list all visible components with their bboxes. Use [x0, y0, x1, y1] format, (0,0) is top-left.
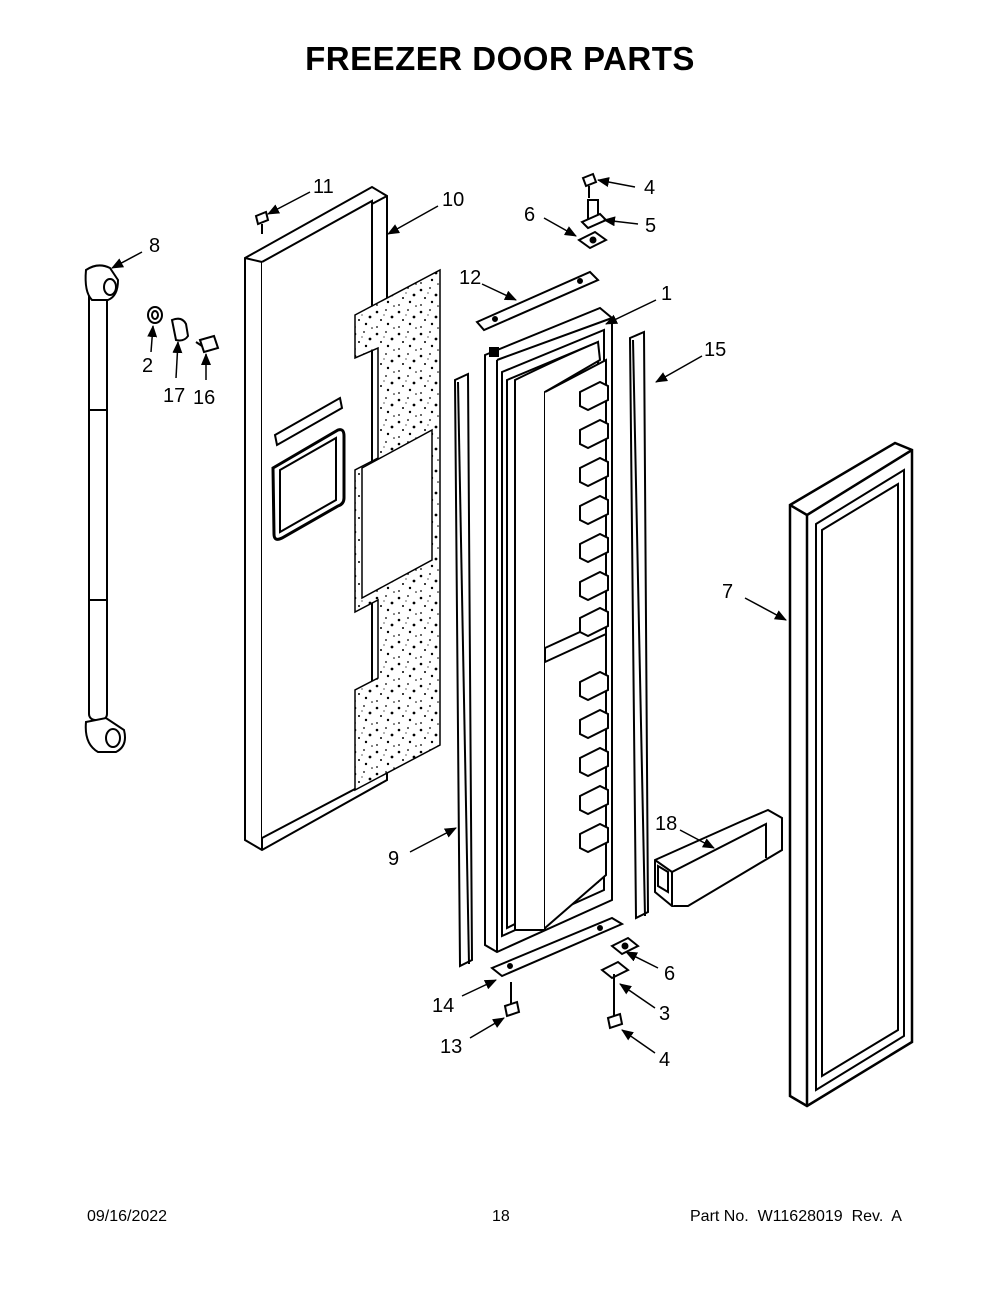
- callout-1: 1: [661, 283, 672, 305]
- leader-arrows: [111, 177, 787, 1054]
- door-trim-right: [628, 330, 650, 920]
- callout-10: 10: [442, 189, 464, 211]
- footer-page-number: 18: [492, 1208, 510, 1225]
- callout-7: 7: [722, 581, 733, 603]
- callout-12: 12: [459, 267, 481, 289]
- callout-15: 15: [704, 339, 726, 361]
- door-trim-left: [453, 372, 474, 968]
- freezer-door-assembly: [484, 306, 613, 954]
- outer-door-panel: [788, 441, 914, 1108]
- callout-18: 18: [655, 813, 677, 835]
- footer-part-number: Part No. W11628019 Rev. A: [690, 1208, 902, 1225]
- callout-11: 11: [313, 176, 334, 198]
- callout-4-bottom: 4: [659, 1049, 670, 1071]
- callout-3: 3: [659, 1003, 670, 1025]
- screw-11: [254, 210, 270, 234]
- callout-9: 9: [388, 848, 399, 870]
- callout-labels: 8 2 17 16 11 10 12 6 4 5 1 15 7 9 18 6 3…: [142, 176, 733, 1071]
- bottom-hinge-plate: [490, 916, 625, 978]
- bottom-hinge-hardware: [600, 936, 640, 1030]
- callout-4-top: 4: [644, 177, 655, 199]
- callout-6-top: 6: [524, 204, 535, 226]
- callout-17: 17: [163, 385, 185, 407]
- door-bin: [654, 808, 783, 907]
- callout-5: 5: [645, 215, 656, 237]
- callout-2: 2: [142, 355, 153, 377]
- callout-8: 8: [149, 235, 160, 257]
- top-hinge-hardware: [577, 172, 608, 250]
- page-title: FREEZER DOOR PARTS: [305, 40, 695, 77]
- screw-13: [503, 982, 521, 1018]
- callout-16: 16: [193, 387, 215, 409]
- footer-date: 09/16/2022: [87, 1208, 168, 1225]
- callout-13: 13: [440, 1036, 462, 1058]
- door-handle: [84, 264, 126, 753]
- callout-14: 14: [432, 995, 454, 1017]
- dispenser-opening: [271, 396, 346, 541]
- callout-6-bottom: 6: [664, 963, 675, 985]
- handle-hardware: [147, 306, 220, 354]
- foam-insulation: [354, 268, 441, 792]
- door-shelf-stops: [579, 380, 609, 854]
- top-hinge-plate: [475, 270, 600, 332]
